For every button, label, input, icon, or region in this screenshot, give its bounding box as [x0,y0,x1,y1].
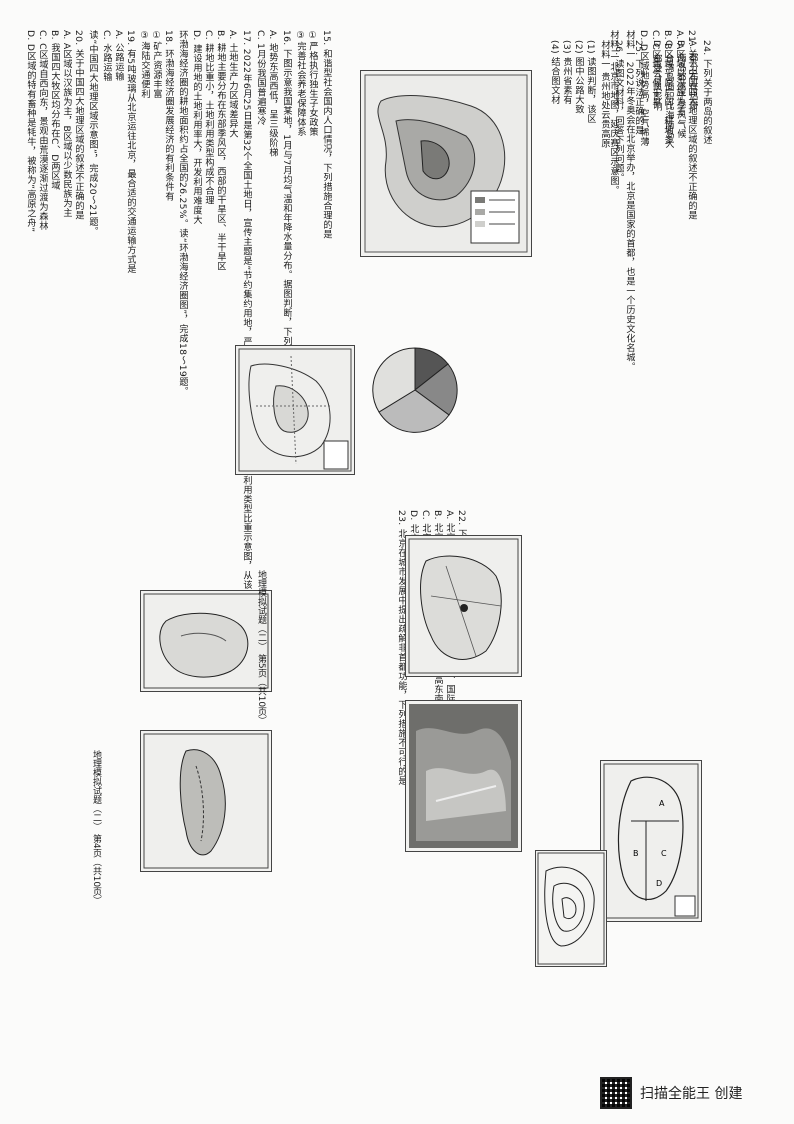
region-label-d: D [656,879,662,888]
question-17-option-b: B. 耕地主要分布在东部季风区，西部的干旱区、半干旱区 [215,30,226,272]
question-24-option-d: D. 都受台风影响 [651,40,662,111]
question-24-option-c: C. 台湾岛面积比海南岛大 [663,40,674,149]
question-21-option-a: A. A区域以汉族为主 [674,30,685,116]
pie-slice-other [372,347,416,413]
land-use-pie-chart [360,335,470,445]
question-16-option-a: A. 地势东高西低，呈三级阶梯 [267,30,278,157]
question-16-text: 16. 下图示意我国某地，1月与7月均气温和年降水量分布。据图判断，下列对我国该… [281,30,292,461]
question-24-option-b: B. 两岛都属于季风气候 [675,40,686,139]
question-20-intro: 读“中国四大地理区域示意图”，完成20～21题。 [87,30,98,236]
yanqing-zone-map [405,700,522,852]
question-19-option-c: C. 水路运输 [101,30,112,82]
question-25-text: 25. 下列说法正确的是 [633,40,644,135]
subquestion-4: (4) 结合图文材 [549,40,560,105]
page-4-footer: 地理模拟试题（二） 第4页（共10页） [91,750,101,906]
question-26-text: 26. 读图文材料，回答下列问题。 [613,40,624,183]
qr-code-icon [600,1077,632,1109]
question-20-option-c: C. C区域自西向东，景观由荒漠逐渐过渡为森林 [37,30,48,231]
question-15-title: 15. 和谐型社会国内人口情况，下列措施合理的是 [321,30,332,239]
question-16-option-c: C. 1月份我国普遍寒冷 [255,30,266,126]
guizhou-contour-map [535,850,607,967]
climate-map-svg [364,74,528,253]
exam-page-4: 15. 和谐型社会国内人口情况，下列措施合理的是 ①严格执行独生子女政策 ③完善… [20,30,375,1080]
pie-slice-forest [414,363,458,416]
china-four-regions-map: A B C D [600,760,702,922]
question-18-option-3: ③海陆交通便利 [139,30,150,99]
question-15-option-3: ③完善社会养老保障体系 [295,30,306,137]
question-20-text: 20. 关于中国四大地理区域的叙述不正确的是 [73,30,84,220]
material-guizhou: 材料一 贵州地处云贵高原 [599,40,610,148]
question-18-option-1: ①矿产资源丰富 [151,30,162,99]
question-17-text: 17. 2022年6月25日是第32个全国土地日，宣传主题是“节约集约用地，严守… [241,30,252,675]
question-24-text: 24. 下列关于两岛的叙述 [701,40,712,145]
question-17-option-d: D. 建设用地的土地利用率大，开发利用难度大 [191,30,202,225]
camscanner-watermark: 扫描全能王 创建 [600,1077,770,1109]
page-5-footer: 地理模拟试题（二） 第5页（共10页） [256,570,266,726]
question-21-text: 21. 关于中国四大地理区域的叙述不正确的是 [686,30,697,220]
question-23-text: 23. 北京在城市发展中提出疏解非首都功能，下列措施不可行的是 [396,510,407,786]
subquestion-1: (1) 读图判断，该区 [585,40,596,124]
question-21-option-b: B. B区域平原广阔，耕地多 [662,30,673,145]
question-15-option-1: ①严格执行独生子女政策 [307,30,318,137]
bohai-economic-map [235,345,355,475]
question-17-option-a: A. 土地生产力区域差异大 [227,30,238,138]
beijing-map [405,535,522,677]
question-24-option-a: A. 都分布在热带 [687,40,698,110]
material-1: 材料一 2022年冬奥会在北京举办，北京是国家的首都，也是一个历史文化名城。 [624,30,635,372]
subquestion-3: (3) 贵州省素有 [561,40,572,105]
question-20-option-a: A. A区域以汉族为主，B区域以少数民族为主 [61,30,72,218]
material-2: 材料二 北京市地图，延庆赛区示意图。 [608,30,619,195]
question-21-option-c: C. C区域气候干旱 [650,30,661,107]
question-20-option-d: D. D区域的特有畜种是牦牛，被称为“高原之舟” [25,30,36,233]
question-18-text: 18. 环渤海经济圈发展经济的有利条件有 [163,30,174,201]
question-18-intro: 环渤海经济圈的耕地面积约占全国的26.25%。读“环渤海经济圈图”，完成18～1… [177,30,188,397]
pie-slice-grassland [378,389,450,433]
region-label-b: B [633,849,639,858]
question-19-text: 19. 有5吨玻璃从北京运往北京，最合适的交通运输方式是 [125,30,136,274]
subquestion-2: (2) 图中公路大致 [573,40,584,115]
region-label-a: A [659,799,665,808]
hainan-island-map [140,590,272,692]
question-19-option-a: A. 公路运输 [113,30,124,81]
question-20-option-b: B. 我国四大牧区均分布在C、D两区域 [49,30,60,191]
camscanner-label: 扫描全能王 创建 [640,1086,743,1102]
climate-map-figure [360,70,532,257]
taiwan-island-map [140,730,272,872]
region-label-c: C [661,849,667,858]
question-17-option-c: C. 耕地比重小，土地利用类型构成不合理 [203,30,214,205]
question-21-option-d: D. D区域地势高，空气稀薄 [638,30,649,147]
